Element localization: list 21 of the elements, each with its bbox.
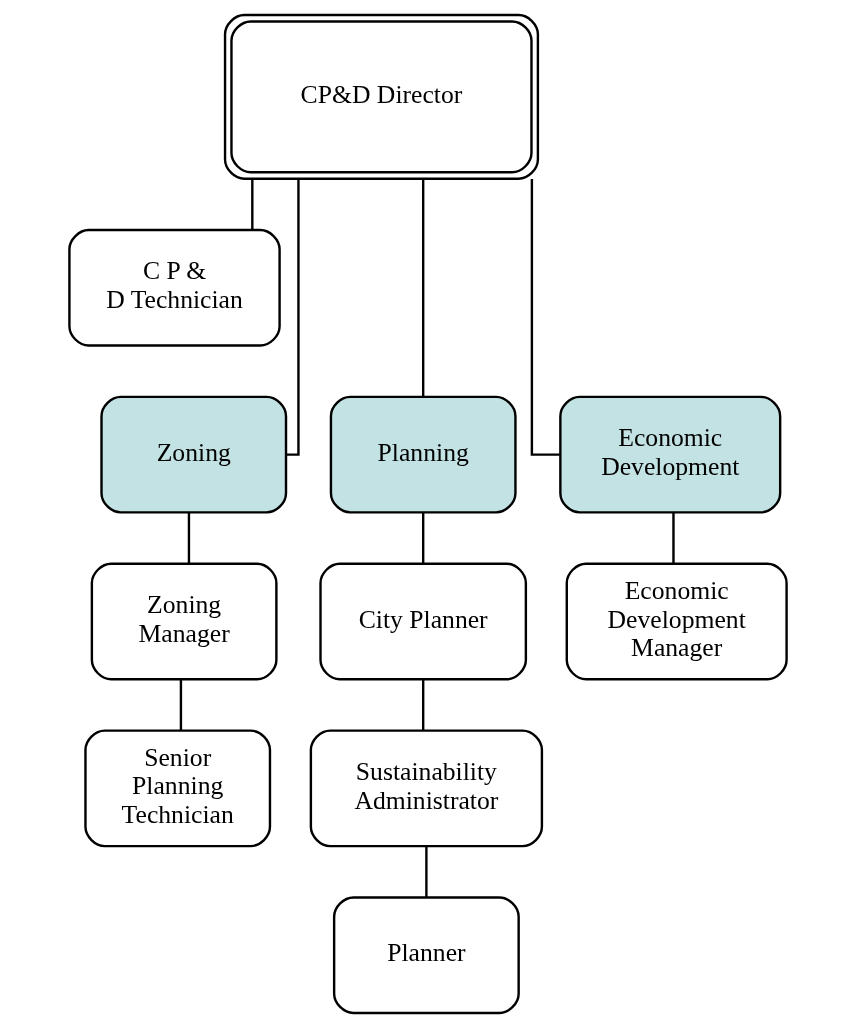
node-box: Zoning — [100, 395, 288, 514]
node-box: Senior Planning Technician — [84, 729, 272, 848]
node-box: Economic Development — [559, 395, 782, 514]
node-box: Economic Development Manager — [565, 562, 788, 681]
connector — [672, 512, 675, 564]
connector — [251, 178, 254, 230]
node-box: Planning — [329, 395, 517, 514]
node-box: Zoning Manager — [90, 562, 278, 681]
connector — [422, 178, 425, 397]
node-box: C P & D Technician — [68, 228, 281, 347]
connector — [187, 512, 191, 564]
connector — [425, 846, 428, 898]
node-box: Sustainability Administrator — [309, 729, 544, 848]
connector — [422, 512, 425, 564]
connector — [286, 178, 300, 456]
node-box: CP&D Director — [223, 13, 540, 180]
connector — [530, 178, 560, 456]
node-box: Planner — [332, 896, 520, 1015]
connector — [422, 679, 425, 731]
connector — [179, 679, 183, 731]
node-box: City Planner — [319, 562, 528, 681]
